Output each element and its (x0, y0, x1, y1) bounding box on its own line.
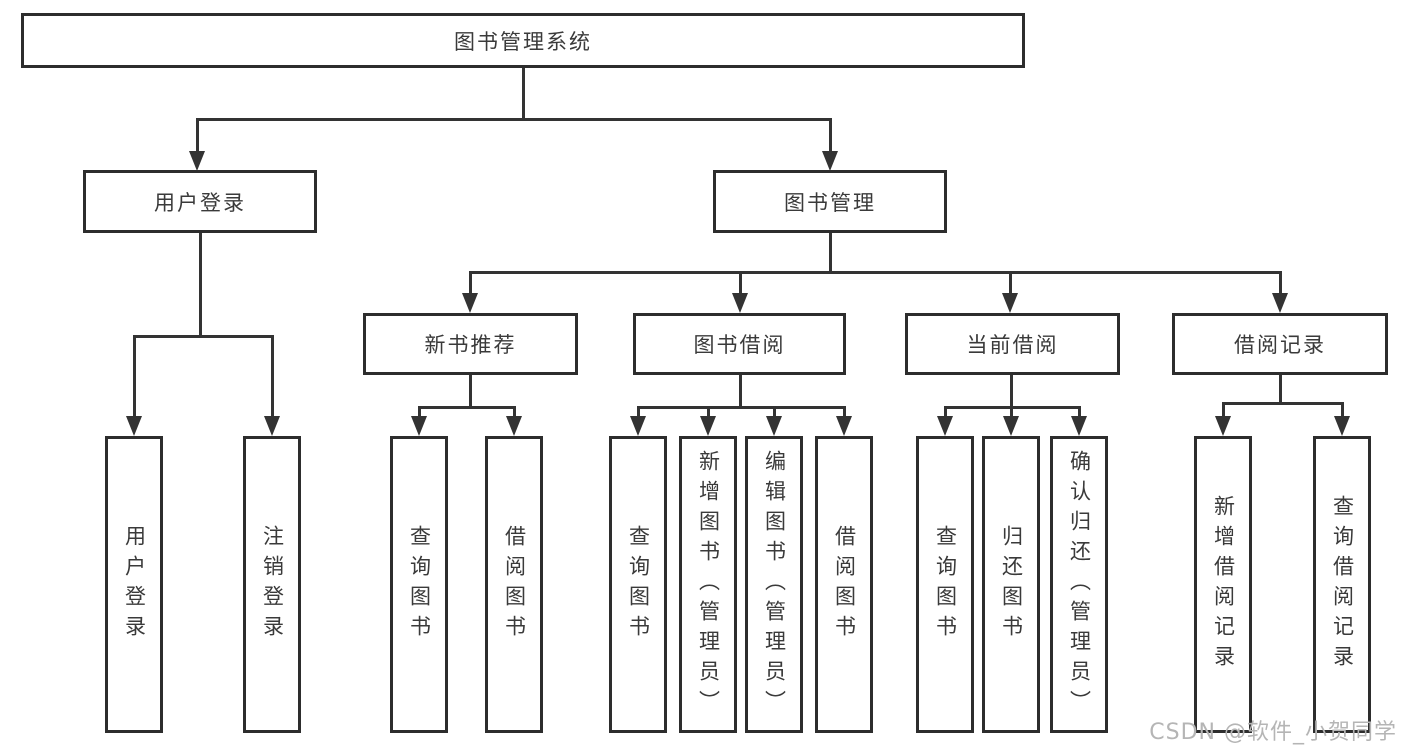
arrow-down-icon (1002, 293, 1018, 313)
connector-line (133, 335, 136, 418)
arrow-down-icon (126, 416, 142, 436)
connector-line (418, 406, 421, 417)
arrow-down-icon (766, 416, 782, 436)
leaf-label: 编辑图书（管理员） (762, 449, 787, 720)
connector-line (739, 375, 742, 408)
node-user-login-branch: 用户登录 (83, 170, 317, 233)
arrow-down-icon (1071, 416, 1087, 436)
node-book-borrowing: 图书借阅 (633, 313, 846, 375)
connector-line (1341, 402, 1344, 417)
arrow-down-icon (822, 151, 838, 171)
leaf-add-book-admin: 新增图书（管理员） (679, 436, 737, 733)
leaf-label: 查询图书 (626, 524, 651, 645)
arrow-down-icon (506, 416, 522, 436)
arrow-down-icon (732, 293, 748, 313)
leaf-query-books-current: 查询图书 (916, 436, 974, 733)
connector-line (773, 406, 776, 417)
leaf-user-login: 用户登录 (105, 436, 163, 733)
arrow-down-icon (937, 416, 953, 436)
connector-line (196, 118, 199, 152)
leaf-edit-book-admin: 编辑图书（管理员） (745, 436, 803, 733)
arrow-down-icon (1334, 416, 1350, 436)
leaf-label: 借阅图书 (832, 524, 857, 645)
arrow-down-icon (630, 416, 646, 436)
leaf-label: 新增借阅记录 (1211, 494, 1236, 675)
arrow-down-icon (1215, 416, 1231, 436)
connector-line (199, 233, 202, 337)
connector-line (513, 406, 516, 417)
node-book-management: 图书管理 (713, 170, 947, 233)
arrow-down-icon (411, 416, 427, 436)
leaf-query-books-recommend: 查询图书 (390, 436, 448, 733)
connector-line (1010, 406, 1013, 417)
connector-line (637, 406, 640, 417)
node-borrowing-records: 借阅记录 (1172, 313, 1388, 375)
connector-line (522, 68, 525, 119)
arrow-down-icon (189, 151, 205, 171)
node-library-management-system: 图书管理系统 (21, 13, 1025, 68)
connector-line (1279, 271, 1282, 294)
watermark: CSDN @软件_小贺同学 (1149, 720, 1397, 745)
leaf-query-borrow-record: 查询借阅记录 (1313, 436, 1371, 733)
connector-line (469, 271, 472, 294)
connector-line (1009, 271, 1012, 294)
connector-line (829, 118, 832, 152)
connector-line (1010, 375, 1013, 408)
leaf-label: 查询图书 (933, 524, 958, 645)
leaf-label: 确认归还（管理员） (1067, 449, 1092, 720)
connector-line (1078, 406, 1081, 417)
leaf-label: 借阅图书 (502, 524, 527, 645)
connector-line (1222, 402, 1225, 417)
arrow-down-icon (1272, 293, 1288, 313)
leaf-label: 查询图书 (407, 524, 432, 645)
arrow-down-icon (264, 416, 280, 436)
leaf-borrow-books-recommend: 借阅图书 (485, 436, 543, 733)
node-new-book-recommend: 新书推荐 (363, 313, 578, 375)
connector-line (843, 406, 846, 417)
leaf-query-books-borrowing: 查询图书 (609, 436, 667, 733)
connector-line (637, 406, 845, 409)
connector-line (944, 406, 947, 417)
connector-line (469, 375, 472, 408)
leaf-logout: 注销登录 (243, 436, 301, 733)
leaf-return-book: 归还图书 (982, 436, 1040, 733)
connector-line (418, 406, 515, 409)
connector-line (469, 271, 1281, 274)
arrow-down-icon (700, 416, 716, 436)
leaf-label: 新增图书（管理员） (696, 449, 721, 720)
connector-line (707, 406, 710, 417)
connector-line (196, 118, 832, 121)
connector-line (271, 335, 274, 418)
leaf-label: 查询借阅记录 (1330, 494, 1355, 675)
leaf-add-borrow-record: 新增借阅记录 (1194, 436, 1252, 733)
node-current-borrowing: 当前借阅 (905, 313, 1120, 375)
connector-line (829, 233, 832, 274)
leaf-label: 用户登录 (122, 524, 147, 645)
connector-line (739, 271, 742, 294)
arrow-down-icon (1003, 416, 1019, 436)
leaf-label: 注销登录 (260, 524, 285, 645)
arrow-down-icon (836, 416, 852, 436)
connector-line (1222, 402, 1344, 405)
connector-line (1279, 375, 1282, 404)
leaf-confirm-return-admin: 确认归还（管理员） (1050, 436, 1108, 733)
arrow-down-icon (462, 293, 478, 313)
leaf-borrow-books-borrowing: 借阅图书 (815, 436, 873, 733)
connector-line (133, 335, 274, 338)
leaf-label: 归还图书 (999, 524, 1024, 645)
